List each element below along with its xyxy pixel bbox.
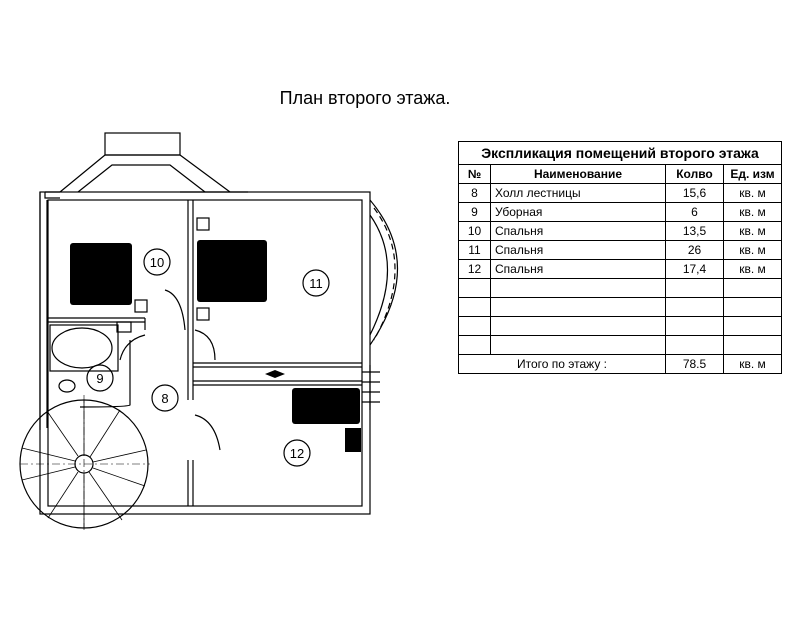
cell-qty xyxy=(665,278,724,298)
main-inner-wall xyxy=(47,199,363,507)
cell-name xyxy=(490,297,666,317)
wall-9-8 xyxy=(79,340,131,408)
bay-right-arc-dash xyxy=(373,207,396,341)
cell-qty: 17,4 xyxy=(665,259,724,279)
nightstand-11b xyxy=(196,307,210,321)
cell-name xyxy=(490,278,666,298)
cell-name: Спальня xyxy=(490,259,666,279)
cell-unit: кв. м xyxy=(723,259,782,279)
table-row xyxy=(458,278,782,298)
wall-12 xyxy=(187,460,194,506)
cell-name xyxy=(490,335,666,355)
cell-num xyxy=(458,278,491,298)
room-label-10: 10 xyxy=(150,255,164,270)
cell-unit: кв. м xyxy=(723,183,782,203)
table-row xyxy=(458,335,782,355)
col-header-unit: Ед. изм xyxy=(723,164,782,184)
cell-unit: кв. м xyxy=(723,221,782,241)
wall-horizontal xyxy=(193,362,362,386)
cell-qty xyxy=(665,297,724,317)
room-label-11: 11 xyxy=(309,276,323,291)
cell-name: Холл лестницы xyxy=(490,183,666,203)
toilet xyxy=(58,379,76,393)
chimney xyxy=(104,132,181,156)
wardrobe-12 xyxy=(345,428,361,452)
nightstand-11a xyxy=(196,217,210,231)
door-swing-10 xyxy=(164,289,186,331)
cell-unit xyxy=(723,278,782,298)
stair-axis xyxy=(20,395,150,530)
cell-qty: 15,6 xyxy=(665,183,724,203)
total-qty: 78.5 xyxy=(665,354,724,374)
cell-name: Уборная xyxy=(490,202,666,222)
cell-qty xyxy=(665,335,724,355)
cell-num xyxy=(458,335,491,355)
cell-num xyxy=(458,297,491,317)
cell-unit: кв. м xyxy=(723,240,782,260)
cell-qty: 13,5 xyxy=(665,221,724,241)
cell-name: Спальня xyxy=(490,221,666,241)
room-label-9: 9 xyxy=(96,371,103,386)
cell-unit xyxy=(723,316,782,336)
table-row xyxy=(458,297,782,317)
outer-wall xyxy=(39,191,248,430)
door-swing-11 xyxy=(194,329,216,361)
cell-num: 12 xyxy=(458,259,491,279)
cell-num xyxy=(458,316,491,336)
cell-name: Спальня xyxy=(490,240,666,260)
bed-10 xyxy=(70,243,132,305)
page-title: План второго этажа. xyxy=(279,88,451,108)
cell-num: 8 xyxy=(458,183,491,203)
cell-unit: кв. м xyxy=(723,202,782,222)
cell-num: 11 xyxy=(458,240,491,260)
col-header-qty: Колво xyxy=(665,164,724,184)
cell-num: 10 xyxy=(458,221,491,241)
wall-corridor-right xyxy=(187,300,194,400)
bathtub-frame xyxy=(49,324,119,372)
cell-name xyxy=(490,316,666,336)
room-label-8: 8 xyxy=(161,391,168,406)
sink xyxy=(116,321,132,333)
col-header-num: № xyxy=(458,164,491,184)
bay-right-inner xyxy=(369,214,389,336)
door-swing-12 xyxy=(194,414,221,451)
bed-11 xyxy=(197,240,267,302)
wall-horizontal2 xyxy=(193,366,362,382)
nightstand-10 xyxy=(134,299,148,313)
bay-top-inner xyxy=(77,164,206,193)
cell-qty: 26 xyxy=(665,240,724,260)
explication-caption: Экспликация помещений второго этажа xyxy=(458,141,782,165)
window-right xyxy=(362,365,380,410)
explication-table: Экспликация помещений второго этажа № На… xyxy=(458,141,782,374)
total-label: Итого по этажу : xyxy=(458,354,666,374)
room-label-12: 12 xyxy=(290,446,304,461)
col-header-name: Наименование xyxy=(490,164,666,184)
total-unit: кв. м xyxy=(723,354,782,374)
table-row xyxy=(458,316,782,336)
door-swing-9 xyxy=(119,334,146,361)
bathtub xyxy=(51,327,113,369)
outer-wall xyxy=(44,192,60,199)
cell-num: 9 xyxy=(458,202,491,222)
cell-unit xyxy=(723,297,782,317)
bed-12 xyxy=(292,388,360,424)
cell-qty xyxy=(665,316,724,336)
wall-marker xyxy=(265,370,285,378)
cell-unit xyxy=(723,335,782,355)
cell-qty: 6 xyxy=(665,202,724,222)
total-row: Итого по этажу : 78.5 кв. м xyxy=(458,354,782,374)
